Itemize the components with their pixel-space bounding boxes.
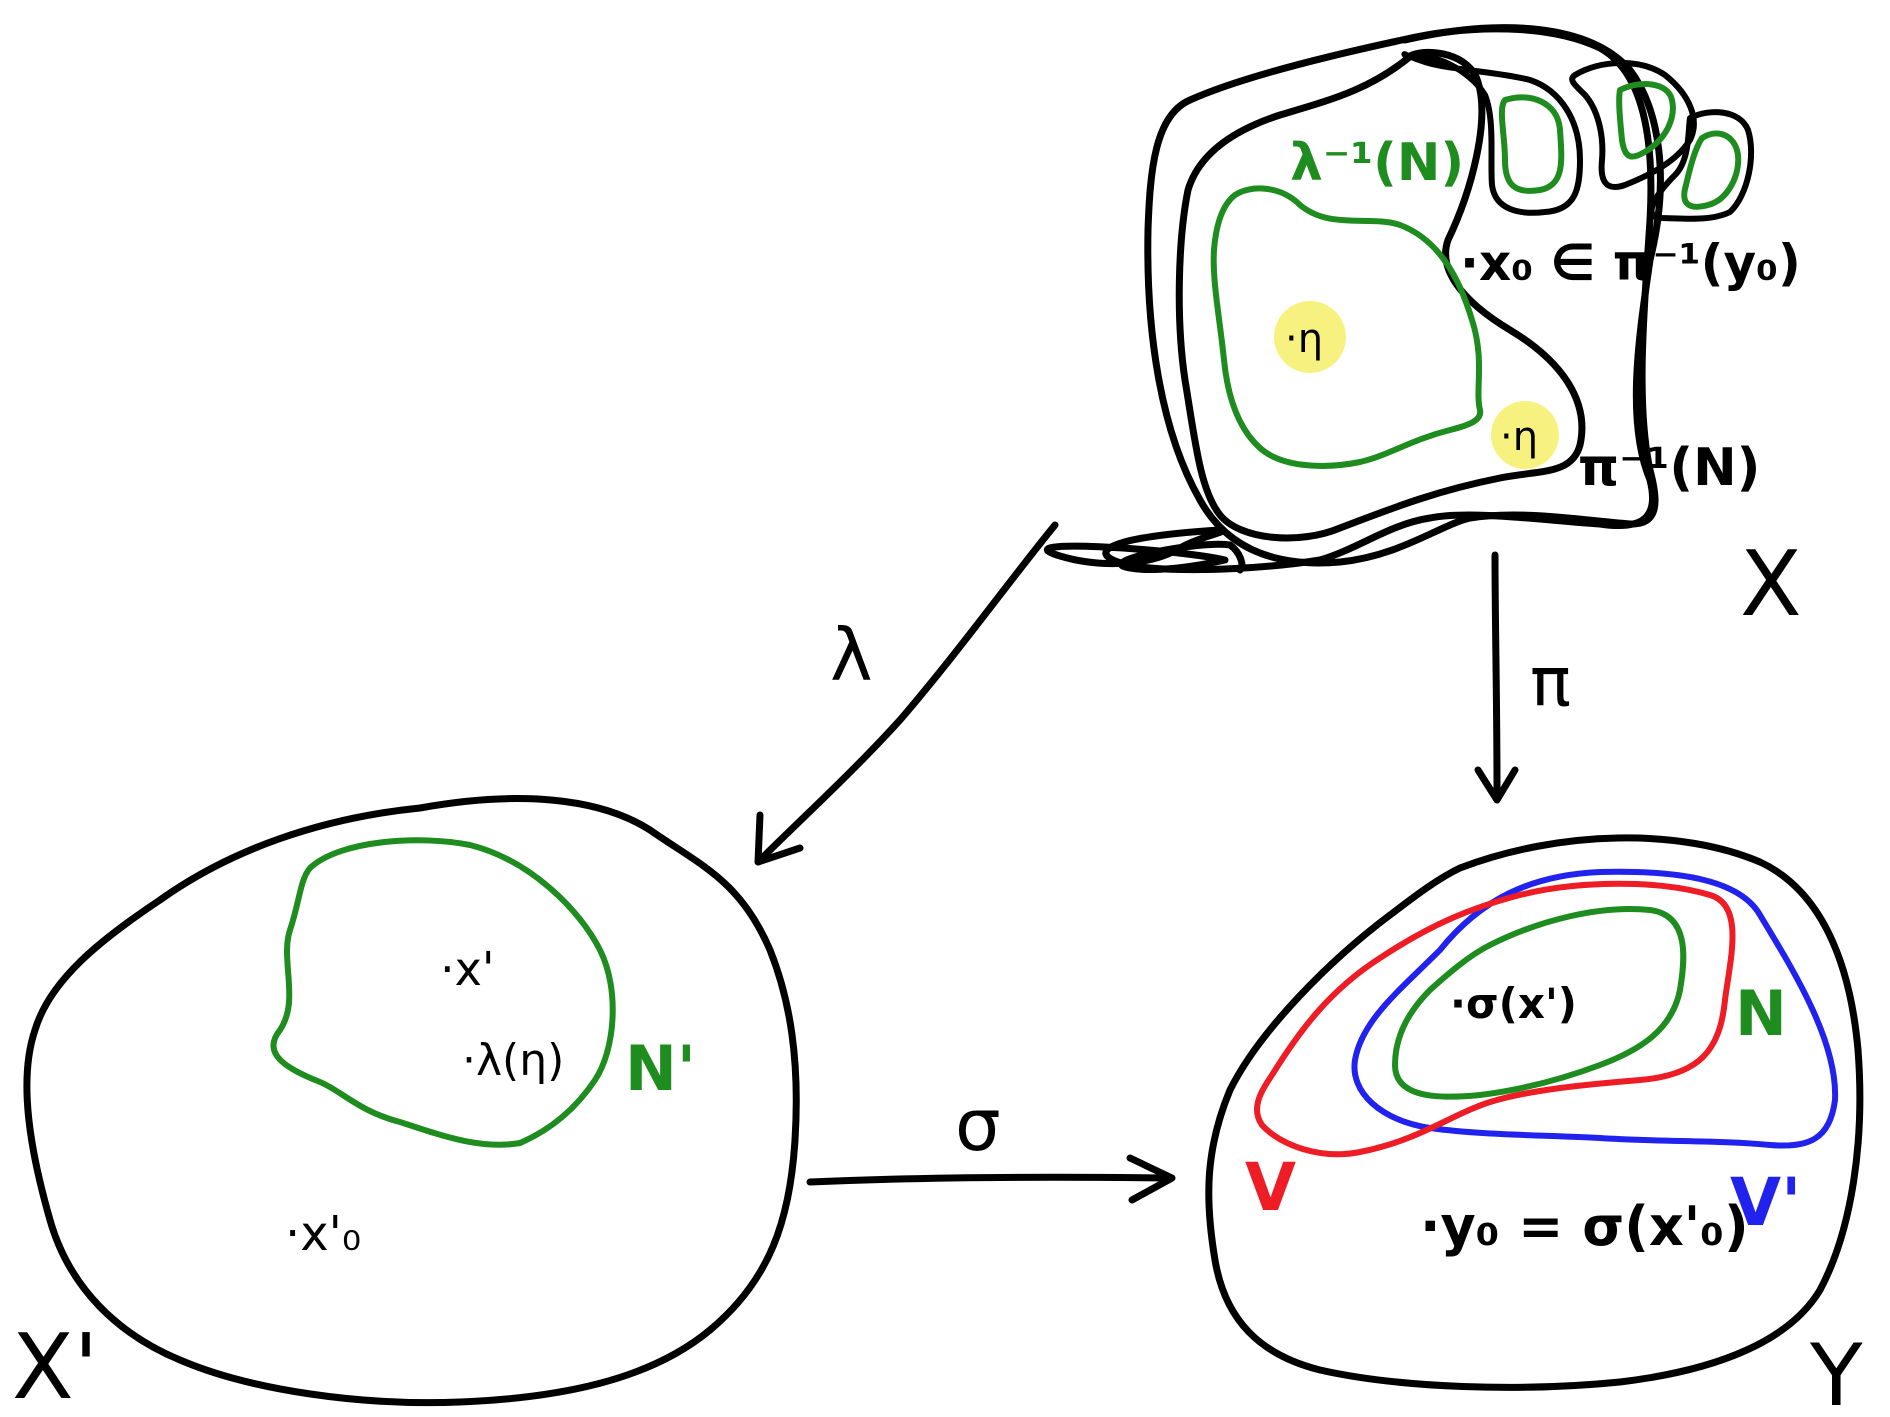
component-2-fill	[1616, 81, 1676, 160]
N-prime-region	[270, 837, 616, 1148]
V-region	[1254, 880, 1736, 1158]
space-X: ·η ·η λ⁻¹(N) ·x₀ ∈ π⁻¹(y₀) π⁻¹(N) X	[1044, 24, 1802, 637]
lambda-inverse-N-label: λ⁻¹(N)	[1290, 133, 1464, 193]
eta-highlight-1	[1274, 301, 1346, 373]
pi-label: π	[1530, 643, 1571, 722]
space-Y-label: Y	[1809, 1326, 1863, 1417]
sigma-x-prime-label: ·σ(x')	[1450, 979, 1577, 1028]
eta-label-2: ·η	[1500, 414, 1538, 460]
space-Y-outline	[1205, 834, 1864, 1391]
space-X-prime-outline	[23, 795, 800, 1407]
space-X-label: X	[1740, 532, 1802, 637]
N-region	[1392, 906, 1687, 1100]
lambda-inverse-N-region	[1210, 185, 1484, 469]
component-3-outline	[1648, 109, 1755, 222]
x0-in-fiber-label: ·x₀ ∈ π⁻¹(y₀)	[1460, 234, 1801, 292]
sigma-label: σ	[955, 1083, 1001, 1167]
V-label: V	[1245, 1149, 1296, 1226]
sigma-arrow-head	[1126, 1154, 1176, 1204]
lambda-label: λ	[830, 613, 873, 697]
space-X-outline-main	[1144, 25, 1659, 567]
x-prime-label: ·x'	[440, 942, 495, 996]
pi-arrow-shaft	[1491, 551, 1501, 794]
space-Y: ·σ(x') N V V' ·y₀ = σ(x'₀) Y	[1205, 834, 1864, 1417]
map-lambda: λ	[754, 521, 1059, 866]
V-prime-region	[1351, 868, 1839, 1149]
V-prime-label: V'	[1730, 1164, 1801, 1241]
y0-equation-label: ·y₀ = σ(x'₀)	[1420, 1195, 1749, 1258]
component-1-outline	[1401, 51, 1583, 216]
space-X-prime: ·x' ·λ(η) N' ·x'₀ X'	[12, 795, 800, 1417]
pi-inverse-N-label: π⁻¹(N)	[1578, 438, 1760, 498]
component-1-fill	[1498, 94, 1565, 194]
map-pi: π	[1474, 551, 1571, 804]
lambda-arrow-shaft	[756, 521, 1059, 864]
component-3-fill	[1681, 130, 1742, 210]
lambda-eta-label: ·λ(η)	[462, 1035, 564, 1086]
pi-arrow-head	[1474, 766, 1519, 804]
lambda-arrow-head	[754, 811, 804, 866]
component-2-outline	[1569, 60, 1697, 190]
sigma-arrow-shaft	[806, 1173, 1174, 1186]
map-sigma: σ	[806, 1083, 1176, 1204]
eta-label-1: ·η	[1285, 316, 1323, 362]
eta-highlight-2	[1491, 401, 1559, 469]
pi-inverse-N-region	[1175, 48, 1586, 542]
N-prime-label: N'	[625, 1032, 696, 1105]
space-X-prime-label: X'	[12, 1315, 98, 1417]
N-label: N	[1735, 977, 1787, 1050]
x0-prime-label: ·x'₀	[285, 1206, 361, 1262]
